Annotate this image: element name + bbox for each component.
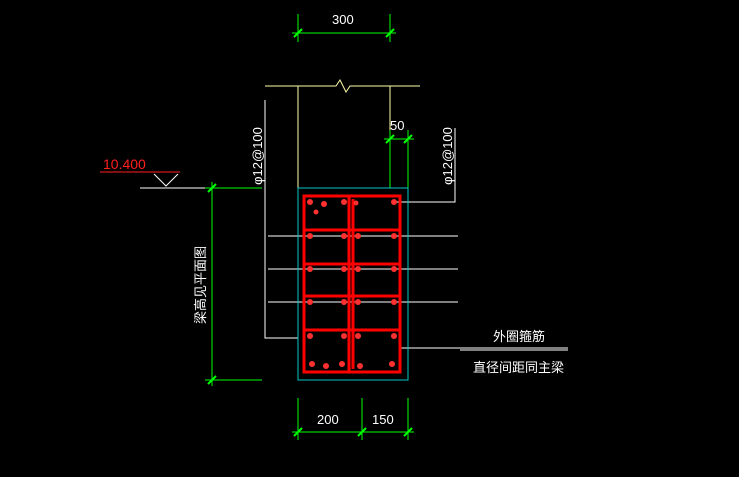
dim-cover-label: 50 [390, 118, 404, 133]
dim-bottom-left-label: 200 [317, 412, 339, 427]
elevation-marker: 10.400 [100, 156, 262, 189]
dim-left-height: 梁高见平面图 [193, 182, 262, 386]
dim-cover: 50 [384, 118, 414, 188]
beam-height-note: 梁高见平面图 [193, 246, 208, 324]
dim-top: 300 [292, 12, 396, 42]
elevation-label: 10.400 [103, 156, 146, 172]
dim-bottom-right-label: 150 [372, 412, 394, 427]
stirrup-leader-lines [268, 235, 568, 349]
upper-member-outline [265, 79, 420, 188]
rebar-cage [302, 194, 402, 374]
dim-top-label: 300 [332, 12, 354, 27]
left-stirrup-leader: φ12@100 [250, 100, 298, 339]
right-note: 外圈箍筋 直径间距同主梁 [460, 329, 568, 375]
note-line-1: 外圈箍筋 [493, 329, 545, 344]
rebar-bars [307, 199, 397, 369]
dim-bottom: 200 150 [292, 398, 414, 440]
note-line-2: 直径间距同主梁 [473, 360, 564, 375]
left-stirrup-label: φ12@100 [250, 127, 265, 185]
section-outline [297, 187, 409, 381]
right-stirrup-leader: φ12@100 [395, 127, 456, 203]
right-stirrup-label: φ12@100 [440, 127, 455, 185]
